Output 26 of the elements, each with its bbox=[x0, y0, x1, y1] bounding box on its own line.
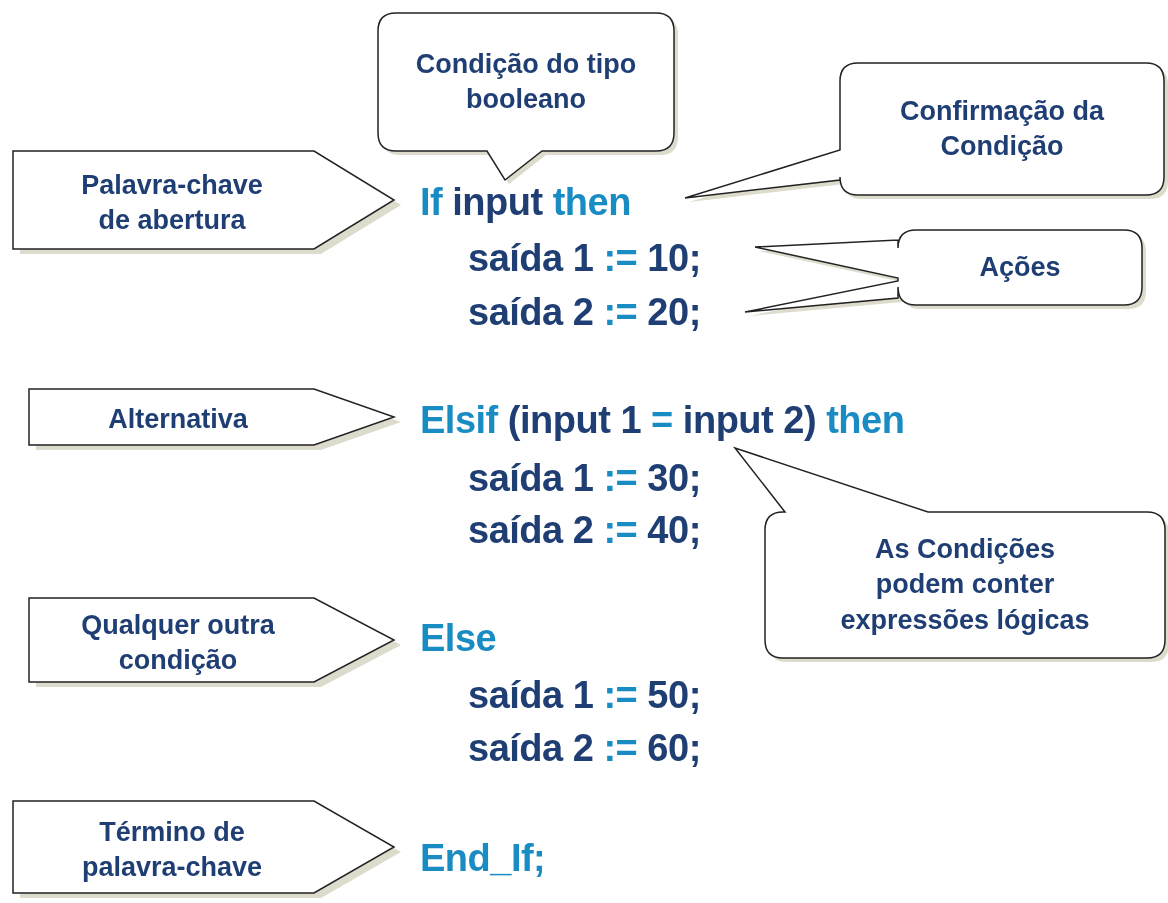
code-line: Elsif (input 1 = input 2) then bbox=[420, 401, 905, 439]
arrow-callout bbox=[12, 150, 402, 256]
arrow-callout bbox=[12, 800, 402, 900]
code-line: End_If; bbox=[420, 839, 546, 877]
callout-text: Palavra-chave de abertura bbox=[80, 168, 264, 237]
code-line: Else bbox=[420, 619, 497, 657]
code-line: saída 2 := 40; bbox=[468, 511, 701, 549]
callout-text: Alternativa bbox=[108, 403, 248, 437]
arrow-callout bbox=[28, 597, 402, 689]
code-line: If input then bbox=[420, 183, 631, 221]
speech-bubble-callout bbox=[745, 228, 1145, 318]
callout-text: Qualquer outra condição bbox=[80, 608, 276, 677]
speech-bubble-callout bbox=[683, 62, 1168, 204]
code-line: saída 2 := 20; bbox=[468, 293, 701, 331]
callout-text: Condição do tipo booleano bbox=[414, 47, 638, 116]
speech-bubble-callout bbox=[377, 12, 681, 184]
callout-text: Ações bbox=[979, 250, 1061, 284]
code-line: saída 1 := 50; bbox=[468, 676, 701, 714]
code-line: saída 1 := 30; bbox=[468, 459, 701, 497]
callout-text: As Condições podem conter expressões lógicas bbox=[839, 533, 1091, 637]
code-line: saída 1 := 10; bbox=[468, 239, 701, 277]
callout-text: Confirmação da Condição bbox=[898, 94, 1106, 163]
speech-bubble-callout bbox=[733, 446, 1168, 662]
arrow-callout bbox=[28, 388, 402, 452]
code-line: saída 2 := 60; bbox=[468, 729, 701, 767]
callout-text: Término de palavra-chave bbox=[80, 815, 264, 884]
